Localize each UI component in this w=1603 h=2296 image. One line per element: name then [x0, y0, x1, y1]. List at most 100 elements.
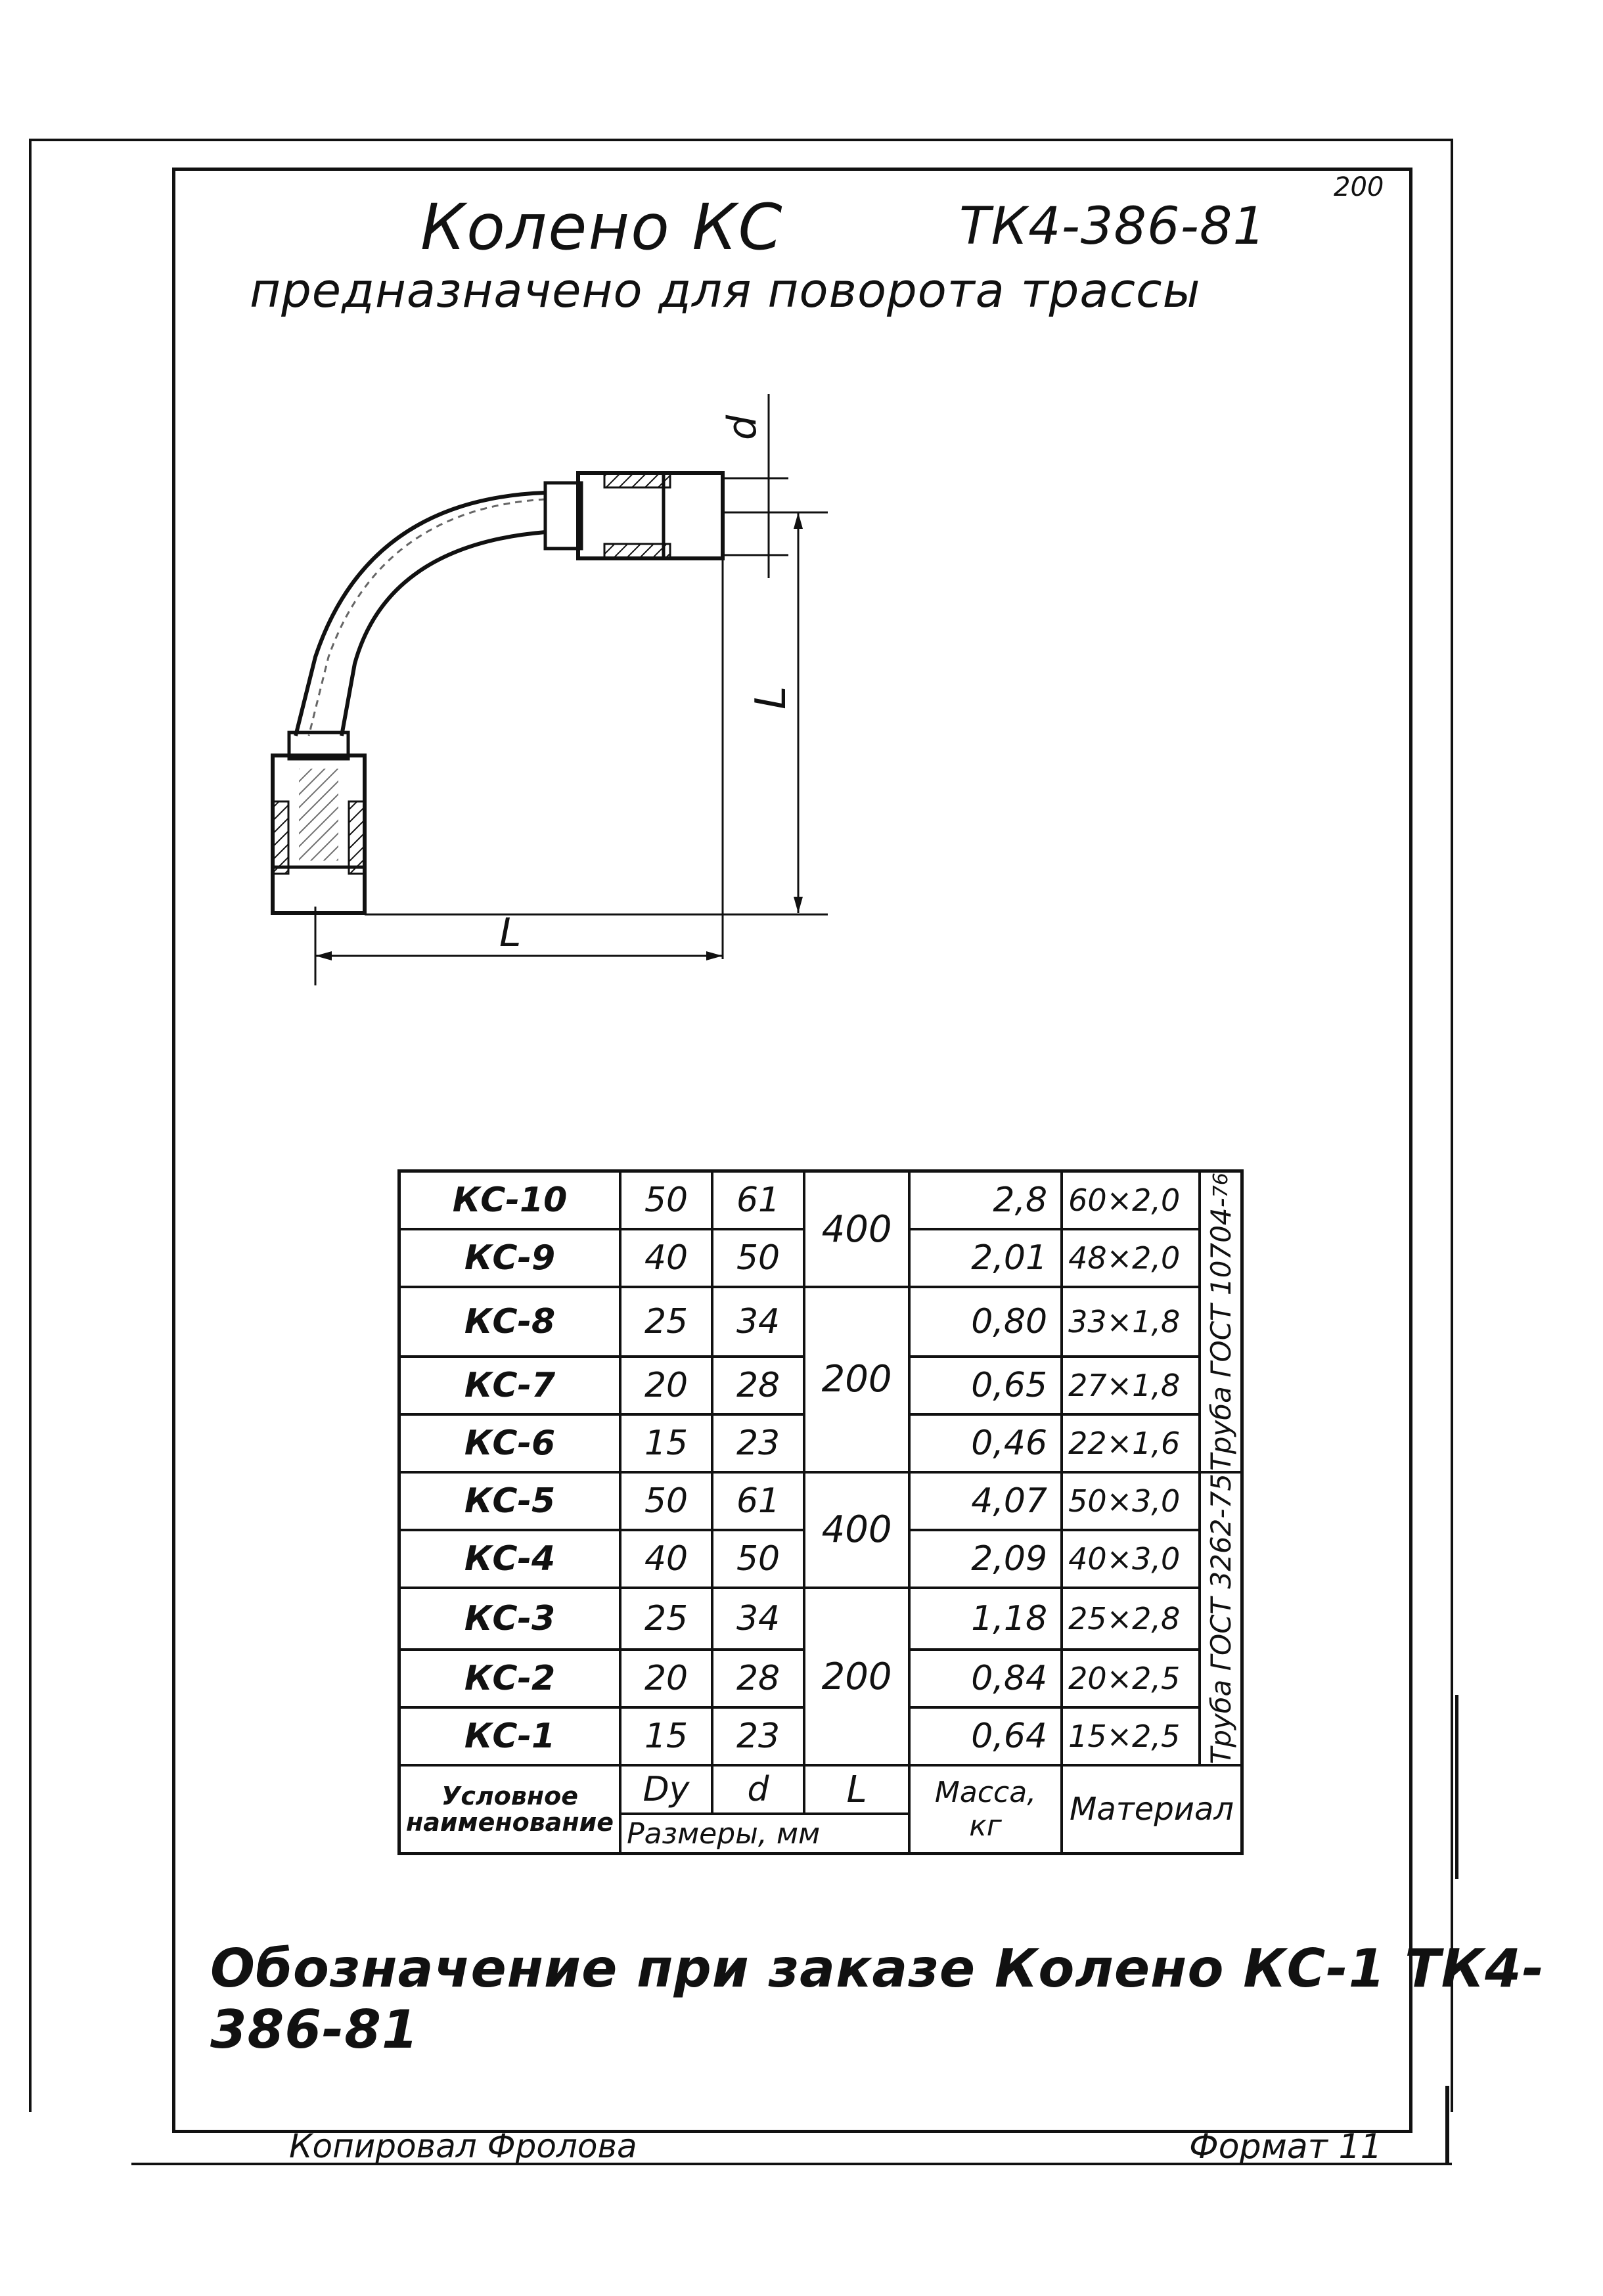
- table-row: КС-10 50 61 400 2,8 60×2,0 Труба ГОСТ 10…: [397, 1169, 1244, 1474]
- cell-mass: 4,07: [908, 1470, 1064, 1531]
- cell-l: 400: [803, 1169, 911, 1288]
- table-row: КС-8 25 34 200 0,80 33×1,8: [397, 1286, 1242, 1474]
- cell-l: 200: [803, 1286, 911, 1474]
- header-material: Материал: [1060, 1764, 1244, 1855]
- cell-mass: 2,8: [908, 1169, 1064, 1230]
- cell-mass: 2,09: [908, 1528, 1064, 1589]
- table-row: КС-4 40 50 2,09 40×3,0: [397, 1528, 1242, 1589]
- pipe-end-top: [543, 481, 583, 551]
- cell-material: 60×2,0: [1060, 1169, 1202, 1230]
- cell-mass: 0,46: [908, 1412, 1064, 1474]
- cell-dy: 25: [619, 1586, 714, 1652]
- cell-dy: 50: [619, 1169, 714, 1230]
- dim-arrow: [706, 951, 723, 960]
- cell-material: 20×2,5: [1060, 1648, 1202, 1709]
- cell-dy: 20: [619, 1648, 714, 1709]
- cell-dy: 15: [619, 1706, 714, 1767]
- standard-text: Труба ГОСТ 3262-75: [1204, 1473, 1237, 1765]
- cell-d: 34: [711, 1586, 806, 1652]
- order-designation-note: Обозначение при заказе Колено КС-1 ТК4-3…: [210, 1938, 1545, 2060]
- table-row: КС-5 50 61 400 4,07 50×3,0 Труба ГОСТ 32…: [397, 1470, 1244, 1767]
- table-row: КС-2 20 28 0,84 20×2,5: [397, 1648, 1242, 1709]
- pipe-outer-wall: [294, 491, 546, 736]
- footer-line: [131, 2163, 1452, 2165]
- cell-name: КС-2: [397, 1648, 622, 1709]
- frame-mark: [1455, 1695, 1458, 1879]
- cell-material: 27×1,8: [1060, 1355, 1202, 1416]
- cell-mass: 0,65: [908, 1355, 1064, 1416]
- table-header-row: Условное наименование Dy d L Масса, кг М…: [397, 1764, 1244, 1855]
- cell-standard-lower: Труба ГОСТ 3262-75: [1198, 1470, 1244, 1767]
- drawing-frame: [172, 168, 1412, 2133]
- coupling-top-hatch: [603, 543, 671, 560]
- header-sizes: Размеры, мм: [619, 1812, 911, 1855]
- cell-dy: 25: [619, 1286, 714, 1358]
- cell-name: КС-6: [397, 1412, 622, 1474]
- cell-d: 50: [711, 1528, 806, 1589]
- header-name: Условное наименование: [397, 1764, 622, 1855]
- coupling-bottom-hatch: [348, 800, 366, 875]
- coupling-bottom-hatch: [271, 800, 290, 875]
- cell-material: 22×1,6: [1060, 1412, 1202, 1474]
- thread-hatch: [299, 769, 338, 861]
- cell-material: 48×2,0: [1060, 1228, 1202, 1288]
- cell-d: 23: [711, 1412, 806, 1474]
- cell-dy: 50: [619, 1470, 714, 1531]
- cell-mass: 1,18: [908, 1586, 1064, 1652]
- cell-mass: 0,64: [908, 1706, 1064, 1767]
- dim-arrow: [794, 897, 803, 913]
- cell-mass: 0,84: [908, 1648, 1064, 1709]
- table-row: КС-7 20 28 0,65 27×1,8: [397, 1355, 1242, 1416]
- cell-material: 33×1,8: [1060, 1286, 1202, 1358]
- format-label: Формат 11: [1189, 2127, 1382, 2167]
- cell-d: 61: [711, 1169, 806, 1230]
- pipe-inner-wall: [340, 530, 546, 736]
- cell-dy: 40: [619, 1528, 714, 1589]
- standard-mark: 76: [1209, 1173, 1232, 1198]
- cell-d: 61: [711, 1470, 806, 1531]
- dim-label-d: d: [719, 415, 765, 440]
- cell-d: 28: [711, 1648, 806, 1709]
- table-row: КС-9 40 50 2,01 48×2,0: [397, 1228, 1242, 1288]
- cell-material: 15×2,5: [1060, 1706, 1202, 1767]
- table-row: КС-1 15 23 0,64 15×2,5: [397, 1706, 1242, 1767]
- cell-name: КС-1: [397, 1706, 622, 1767]
- drawing-subtitle: предназначено для поворота трассы: [250, 263, 1201, 318]
- page-number: 200: [1334, 172, 1384, 202]
- standard-text: Труба ГОСТ 10704-: [1204, 1198, 1237, 1471]
- cell-mass: 0,80: [908, 1286, 1064, 1358]
- header-d: d: [711, 1764, 806, 1816]
- cell-name: КС-3: [397, 1586, 622, 1652]
- header-dy: Dy: [619, 1764, 714, 1816]
- dim-label-l-horizontal: L: [499, 910, 521, 956]
- table-row: КС-3 25 34 200 1,18 25×2,8: [397, 1586, 1242, 1767]
- cell-material: 40×3,0: [1060, 1528, 1202, 1589]
- cell-d: 34: [711, 1286, 806, 1358]
- cell-name: КС-4: [397, 1528, 622, 1589]
- dim-arrow: [315, 951, 332, 960]
- cell-name: КС-10: [397, 1169, 622, 1230]
- outer-frame: [29, 139, 1453, 2112]
- cell-material: 50×3,0: [1060, 1470, 1202, 1531]
- pipe-end-bottom: [287, 731, 350, 761]
- cell-d: 50: [711, 1228, 806, 1288]
- cell-dy: 40: [619, 1228, 714, 1288]
- cell-standard-upper: Труба ГОСТ 10704-76: [1198, 1169, 1244, 1474]
- dim-arrow: [794, 512, 803, 529]
- cell-mass: 2,01: [908, 1228, 1064, 1288]
- copied-by-label: Копировал Фролова: [289, 2127, 637, 2165]
- document-code: ТК4-386-81: [959, 197, 1267, 256]
- cell-dy: 20: [619, 1355, 714, 1416]
- cell-name: КС-5: [397, 1470, 622, 1531]
- frame-mark: [1445, 2086, 1449, 2165]
- cell-dy: 15: [619, 1412, 714, 1474]
- drawing-title: Колено КС: [420, 191, 784, 264]
- cell-name: КС-9: [397, 1228, 622, 1288]
- specification-table: КС-10 50 61 400 2,8 60×2,0 Труба ГОСТ 10…: [397, 1169, 1244, 1856]
- header-l: L: [803, 1764, 911, 1816]
- cell-l: 400: [803, 1470, 911, 1589]
- cell-d: 23: [711, 1706, 806, 1767]
- dim-label-l-vertical: L: [747, 686, 796, 709]
- header-mass: Масса, кг: [908, 1764, 1064, 1855]
